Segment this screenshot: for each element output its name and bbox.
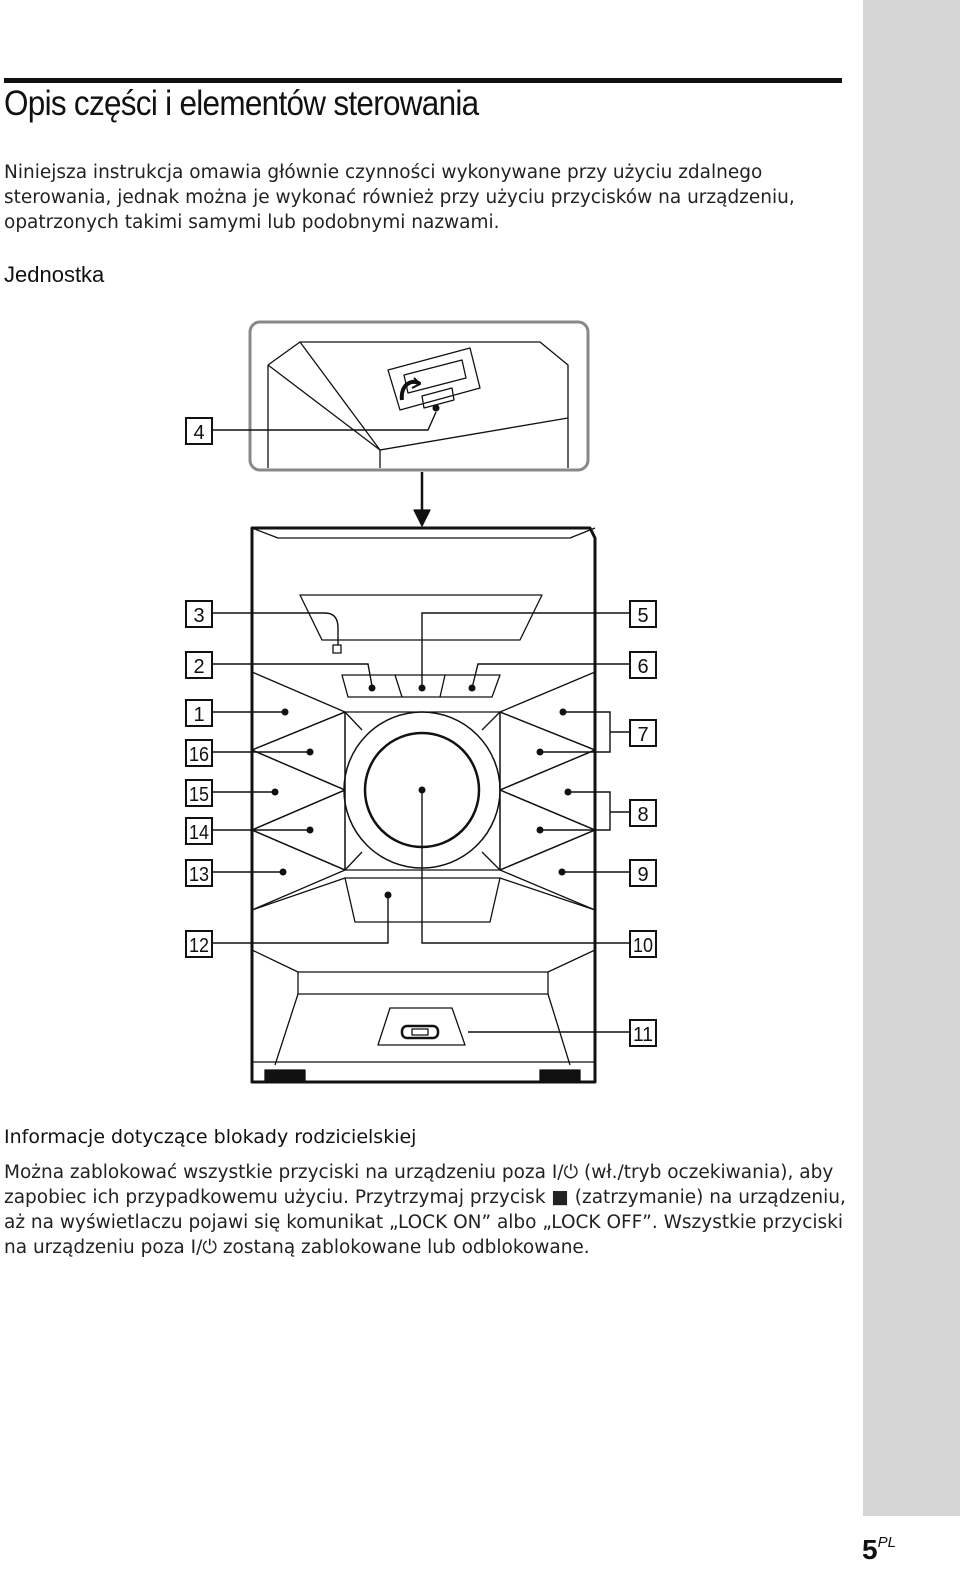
section-heading-unit: Jednostka xyxy=(4,262,105,287)
svg-text:6: 6 xyxy=(637,656,648,678)
ir-sensor xyxy=(332,644,342,654)
callout-14: 14 xyxy=(185,817,213,845)
svg-text:1: 1 xyxy=(193,704,204,726)
callout-13: 13 xyxy=(185,859,213,887)
callout-12: 12 xyxy=(185,930,213,958)
svg-text:10: 10 xyxy=(633,935,653,957)
parental-lock-text: Można zablokować wszystkie przyciski na … xyxy=(4,1160,854,1260)
svg-text:9: 9 xyxy=(637,864,648,886)
callout-10: 10 xyxy=(629,930,657,958)
svg-text:7: 7 xyxy=(637,724,648,746)
stop-icon: ■ xyxy=(551,1187,569,1208)
power-standby-icon: I/⏻ xyxy=(551,1162,579,1183)
callout-11: 11 xyxy=(629,1019,657,1047)
callout-1: 1 xyxy=(185,699,213,727)
parental-lock-heading: Informacje dotyczące blokady rodzicielsk… xyxy=(4,1126,417,1148)
callout-8: 8 xyxy=(629,799,657,827)
info-text-part1: Można zablokować wszystkie przyciski na … xyxy=(4,1162,552,1183)
svg-text:15: 15 xyxy=(189,784,209,806)
unit-diagram: 4 3 2 1 16 15 14 13 12 5 6 7 8 9 10 11 xyxy=(185,320,657,1084)
info-text-part4: zostaną zablokowane lub odblokowane. xyxy=(216,1237,590,1258)
svg-text:11: 11 xyxy=(633,1024,653,1046)
usb-port xyxy=(400,1024,440,1040)
svg-text:4: 4 xyxy=(193,422,204,444)
callout-16: 16 xyxy=(185,739,213,767)
callout-3: 3 xyxy=(185,600,213,628)
intro-paragraph: Niniejsza instrukcja omawia głównie czyn… xyxy=(4,162,795,233)
header-rule xyxy=(4,78,842,83)
svg-text:16: 16 xyxy=(189,744,209,766)
svg-text:14: 14 xyxy=(189,822,209,844)
dock-connector xyxy=(387,347,481,411)
svg-text:13: 13 xyxy=(189,864,209,886)
page-title: Opis części i elementów sterowania xyxy=(4,84,479,123)
page-number: 5PL xyxy=(862,1534,896,1566)
svg-text:8: 8 xyxy=(637,804,648,826)
svg-text:2: 2 xyxy=(193,656,204,678)
callout-15: 15 xyxy=(185,779,213,807)
callout-5: 5 xyxy=(629,600,657,628)
usb-port-panel xyxy=(377,1007,466,1046)
callout-7: 7 xyxy=(629,719,657,747)
page-language: PL xyxy=(877,1534,896,1551)
page-number-value: 5 xyxy=(862,1534,878,1565)
info-text-part2: (wł./tryb oczekiwania), aby zapobiec ich… xyxy=(4,1162,834,1208)
svg-text:12: 12 xyxy=(189,935,209,957)
callout-2: 2 xyxy=(185,651,213,679)
callout-9: 9 xyxy=(629,859,657,887)
unit-body xyxy=(250,526,597,1084)
callout-6: 6 xyxy=(629,651,657,679)
info-text-part3: (zatrzymanie) na urządzeniu, aż na wyświ… xyxy=(4,1187,846,1258)
callout-4: 4 xyxy=(185,417,213,445)
svg-text:3: 3 xyxy=(193,605,204,627)
power-standby-icon: I/⏻ xyxy=(190,1237,217,1258)
side-thumb-tab xyxy=(863,0,960,1516)
svg-text:5: 5 xyxy=(637,605,648,627)
